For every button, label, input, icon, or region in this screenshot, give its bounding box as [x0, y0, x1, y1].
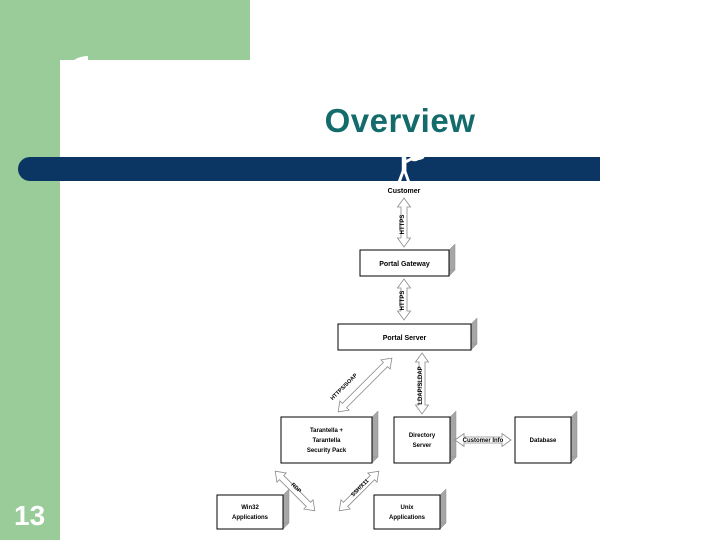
- node-portal-server: Portal Server: [337, 317, 478, 351]
- connector-label-ssh: SSH/X11: [350, 478, 370, 498]
- node-unix-applications: Unix Applications: [373, 488, 447, 530]
- connector-label-https-2: HTTPS: [400, 291, 406, 311]
- page-title: Overview: [324, 102, 476, 139]
- win32-label-line1: Win32: [241, 505, 259, 511]
- node-tarantella: Tarantella + Tarantella Security Pack: [280, 410, 379, 464]
- connector-https-gateway-server: HTTPS: [396, 278, 412, 321]
- directory-server-label-line2: Server: [413, 443, 432, 449]
- node-directory-server: Directory Server: [393, 410, 457, 464]
- green-left-column: [0, 0, 60, 540]
- portal-gateway-label: Portal Gateway: [379, 261, 430, 268]
- navy-accent-bar: [18, 157, 600, 181]
- directory-server-label-line1: Directory: [409, 433, 436, 439]
- node-win32-applications: Win32 Applications: [216, 488, 290, 530]
- portal-server-label: Portal Server: [383, 335, 427, 342]
- node-database: Database: [514, 410, 578, 464]
- page-number: 13: [14, 500, 46, 531]
- tarantella-label-line3: Security Pack: [307, 448, 347, 454]
- node-portal-gateway: Portal Gateway: [359, 243, 456, 277]
- connector-label-ldap: LDAP/SLDAP: [418, 366, 424, 404]
- tarantella-label-line2: Tarantella: [313, 438, 342, 444]
- connector-https-customer-gateway: HTTPS: [396, 197, 412, 248]
- connector-https-soap: HTTPS/SOAP: [330, 357, 393, 413]
- green-corner-rounding: [60, 56, 88, 86]
- win32-label-line2: Applications: [232, 515, 269, 521]
- connector-customer-info: Customer Info: [454, 432, 512, 448]
- tarantella-label-line1: Tarantella +: [310, 428, 344, 434]
- database-label: Database: [530, 438, 557, 444]
- customer-label: Customer: [388, 188, 421, 195]
- architecture-diagram: .bx { fill:#ffffff; stroke:#000000; stro…: [195, 145, 595, 535]
- connector-label-https-1: HTTPS: [400, 215, 406, 235]
- connector-label-customer-info: Customer Info: [463, 438, 504, 444]
- unix-label-line1: Unix: [400, 505, 414, 511]
- connector-ldap-sldap: LDAP/SLDAP: [414, 352, 430, 415]
- person-icon: [397, 149, 425, 183]
- unix-label-line2: Applications: [389, 515, 426, 521]
- customer-actor: Customer: [388, 149, 425, 195]
